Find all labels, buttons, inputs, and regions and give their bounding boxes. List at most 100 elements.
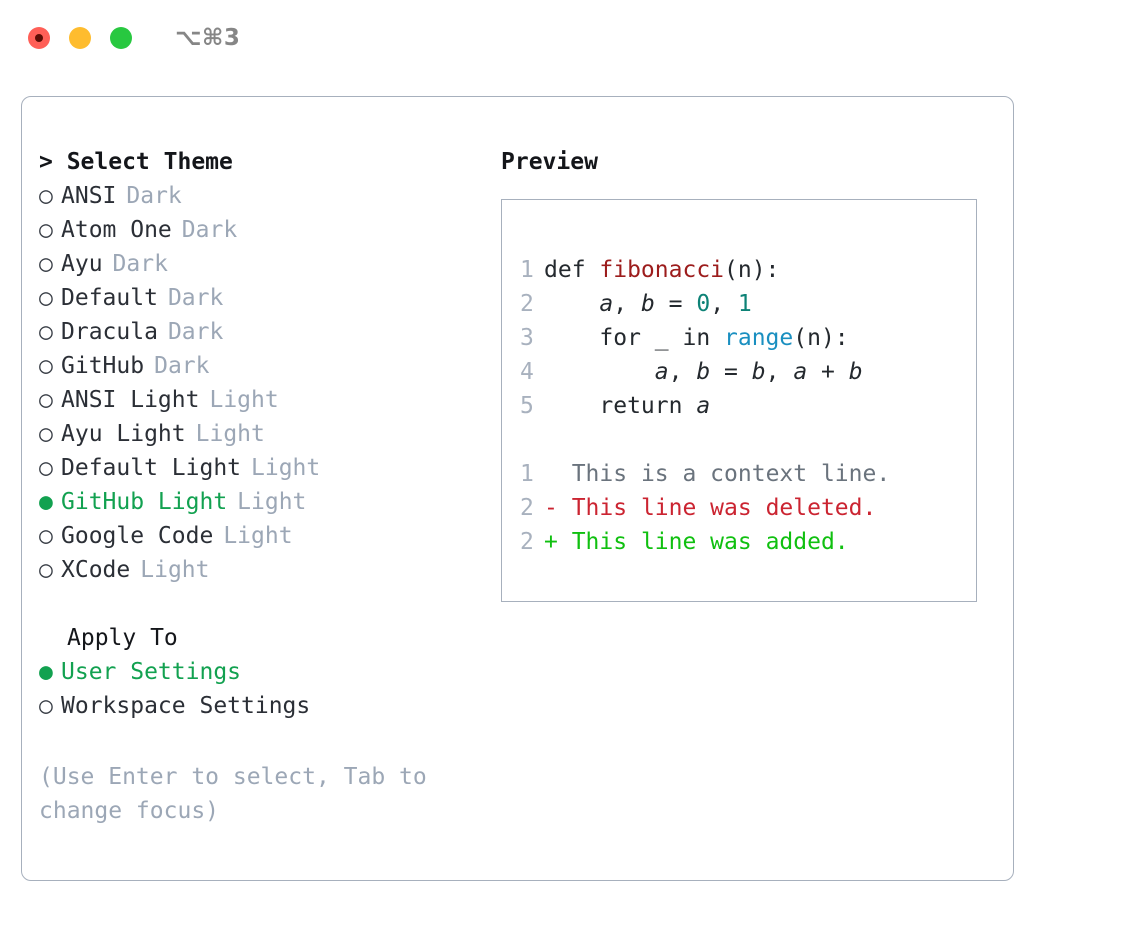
theme-variant-badge: Light [195, 421, 265, 447]
code-token-call: range [724, 325, 794, 351]
apply-to-option-workspace-settings[interactable]: ○ Workspace Settings [39, 689, 489, 723]
diff-line-add: 2+ This line was added. [520, 525, 976, 559]
theme-variant-badge: Dark [126, 183, 182, 209]
theme-variant-badge: Light [140, 557, 210, 583]
theme-option-ansi-light[interactable]: ○ ANSI Light Light [39, 383, 489, 417]
line-number: 2 [520, 495, 534, 521]
radio-selected-icon: ● [39, 659, 53, 685]
line-number: 1 [520, 257, 534, 283]
apply-to-option-user-settings[interactable]: ● User Settings [39, 655, 489, 689]
code-token-var: b [696, 359, 711, 385]
line-number: 2 [520, 291, 534, 317]
code-token-plain: = [710, 359, 752, 385]
code-line-content: a, b = 0, 1 [544, 287, 752, 321]
code-token-kw: def [544, 257, 600, 283]
code-line: 5 return a [520, 389, 976, 423]
theme-option-label: Atom One [61, 217, 172, 243]
radio-unselected-icon: ○ [39, 319, 53, 345]
radio-unselected-icon: ○ [39, 217, 53, 243]
apply-to-option-label: Workspace Settings [61, 693, 311, 719]
line-number: 4 [520, 359, 534, 385]
code-token-var: b [848, 359, 863, 385]
radio-unselected-icon: ○ [39, 285, 53, 311]
code-token-num: 1 [737, 291, 752, 317]
theme-option-label: Ayu [61, 251, 103, 277]
theme-variant-badge: Light [209, 387, 279, 413]
diff-line-content: + This line was added. [544, 525, 849, 559]
theme-option-label: Default Light [61, 455, 242, 481]
section-spacer [39, 587, 489, 621]
theme-option-label: GitHub Light [61, 489, 228, 515]
close-button[interactable] [28, 27, 50, 49]
title-bar: ⌥⌘3 [0, 0, 1140, 76]
code-token-plain: + [807, 359, 849, 385]
code-line-content: for _ in range(n): [544, 321, 849, 355]
diff-sample: 1 This is a context line.2- This line wa… [520, 457, 976, 559]
theme-option-label: Default [61, 285, 158, 311]
radio-unselected-icon: ○ [39, 387, 53, 413]
diff-text: This line was added. [571, 529, 849, 555]
code-token-plain: , [765, 359, 794, 385]
radio-unselected-icon: ○ [39, 251, 53, 277]
code-token-var: a [696, 393, 711, 419]
code-line: 3 for _ in range(n): [520, 321, 976, 355]
code-token-plain: , [710, 291, 738, 317]
radio-unselected-icon: ○ [39, 523, 53, 549]
diff-line-del: 2- This line was deleted. [520, 491, 976, 525]
radio-unselected-icon: ○ [39, 183, 53, 209]
code-token-plain: (n): [793, 325, 849, 351]
code-line-content: a, b = b, a + b [544, 355, 863, 389]
code-token-var: b [751, 359, 766, 385]
select-theme-heading: > Select Theme [39, 149, 233, 175]
theme-option-label: Dracula [61, 319, 158, 345]
diff-line-ctx: 1 This is a context line. [520, 457, 976, 491]
minimize-button[interactable] [69, 27, 91, 49]
code-token-var: a [793, 359, 808, 385]
code-token-plain: = [654, 291, 697, 317]
line-number: 5 [520, 393, 534, 419]
code-token-kw: for _ in [544, 325, 725, 351]
line-number: 1 [520, 461, 534, 487]
theme-variant-badge: Dark [154, 353, 210, 379]
code-line: 4 a, b = b, a + b [520, 355, 976, 389]
theme-option-atom-one[interactable]: ○ Atom One Dark [39, 213, 489, 247]
radio-unselected-icon: ○ [39, 557, 53, 583]
diff-text: This is a context line. [571, 461, 891, 487]
apply-to-option-list[interactable]: ● User Settings ○ Workspace Settings [39, 655, 489, 723]
code-token-fn: fibonacci [599, 257, 725, 283]
diff-marker [544, 461, 572, 487]
code-token-var: a [654, 359, 669, 385]
diff-marker: - [544, 495, 572, 521]
radio-unselected-icon: ○ [39, 455, 53, 481]
line-number: 3 [520, 325, 534, 351]
radio-unselected-icon: ○ [39, 421, 53, 447]
theme-option-label: Google Code [61, 523, 214, 549]
theme-variant-badge: Dark [181, 217, 238, 243]
code-token-plain [544, 359, 655, 385]
radio-unselected-icon: ○ [39, 693, 53, 719]
apply-to-heading: Apply To [67, 625, 178, 651]
theme-option-label: ANSI Light [61, 387, 200, 413]
keyboard-hint-text: (Use Enter to select, Tab to change focu… [39, 764, 427, 824]
code-token-var: b [640, 291, 655, 317]
maximize-button[interactable] [110, 27, 132, 49]
apply-to-option-label: User Settings [61, 659, 242, 685]
diff-line-content: This is a context line. [544, 457, 891, 491]
